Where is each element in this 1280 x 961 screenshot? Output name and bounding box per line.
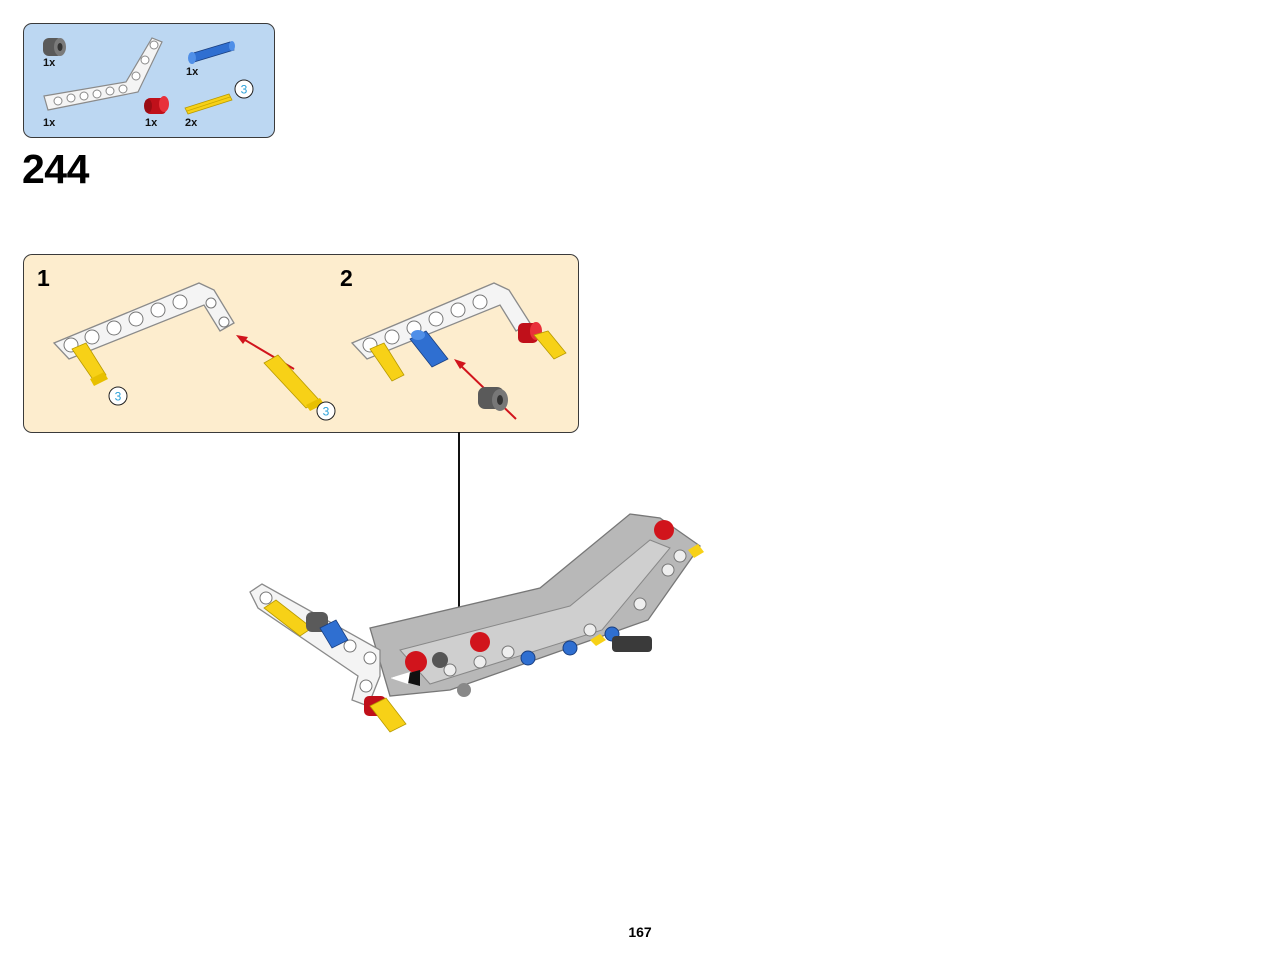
main-white-beam-icon [249,583,381,707]
substep-2-axle-icon [369,342,405,382]
main-dark-pins-icon [432,636,652,697]
parts-list-drawing: 3 [43,37,254,115]
axle-length-badge: 3 [234,79,254,99]
angled-beam-qty: 1x [43,117,56,129]
main-gray-beam-assembly-icon [369,513,701,697]
subassembly-panel: 1 2 3 [23,254,579,433]
page-number: 167 [628,924,652,940]
step-number: 244 [22,146,89,192]
subassembly-drawing: 3 3 [52,282,567,421]
angled-beam-part-icon [43,37,163,111]
main-yellow-axles-icon [590,544,704,646]
substep-1-axle-loose-icon [263,354,324,411]
substep-2-blue-pin-icon [409,330,449,368]
callout-arrow-icon [390,670,420,686]
bush-part-icon [43,38,66,56]
long-pin-qty: 1x [186,66,199,78]
main-bottom-red-pin-icon [364,696,407,733]
main-left-blue-pin-icon [319,619,349,649]
red-pin-qty: 1x [145,117,158,129]
callout-line-vertical [458,432,460,677]
substep-2-number: 2 [340,265,353,291]
axle-qty: 2x [185,117,198,129]
parts-list-panel: 3 1x 1x 1x 1x 2x [23,23,275,138]
substep-1-axle-inserted-icon [71,342,108,386]
substep-1-length-text: 3 [115,390,122,404]
main-model-drawing [249,513,704,733]
long-pin-part-icon [188,41,235,64]
red-pin-part-icon [144,96,169,114]
substep-2-red-pin-icon [518,322,567,360]
substep-1-number: 1 [37,265,50,291]
substep-1-second-length-badge: 3 [316,401,336,421]
bush-qty: 1x [43,57,56,69]
substep-1-beam-icon [52,282,235,360]
substep-2-beam-icon [350,282,531,360]
substep-1-length-badge: 3 [108,386,128,406]
axle-length-text: 3 [241,83,248,97]
substep-1-second-length-text: 3 [323,405,330,419]
axle-part-icon [184,93,233,115]
substep-2-bush-icon [478,387,508,411]
main-red-pins-icon [405,520,674,673]
